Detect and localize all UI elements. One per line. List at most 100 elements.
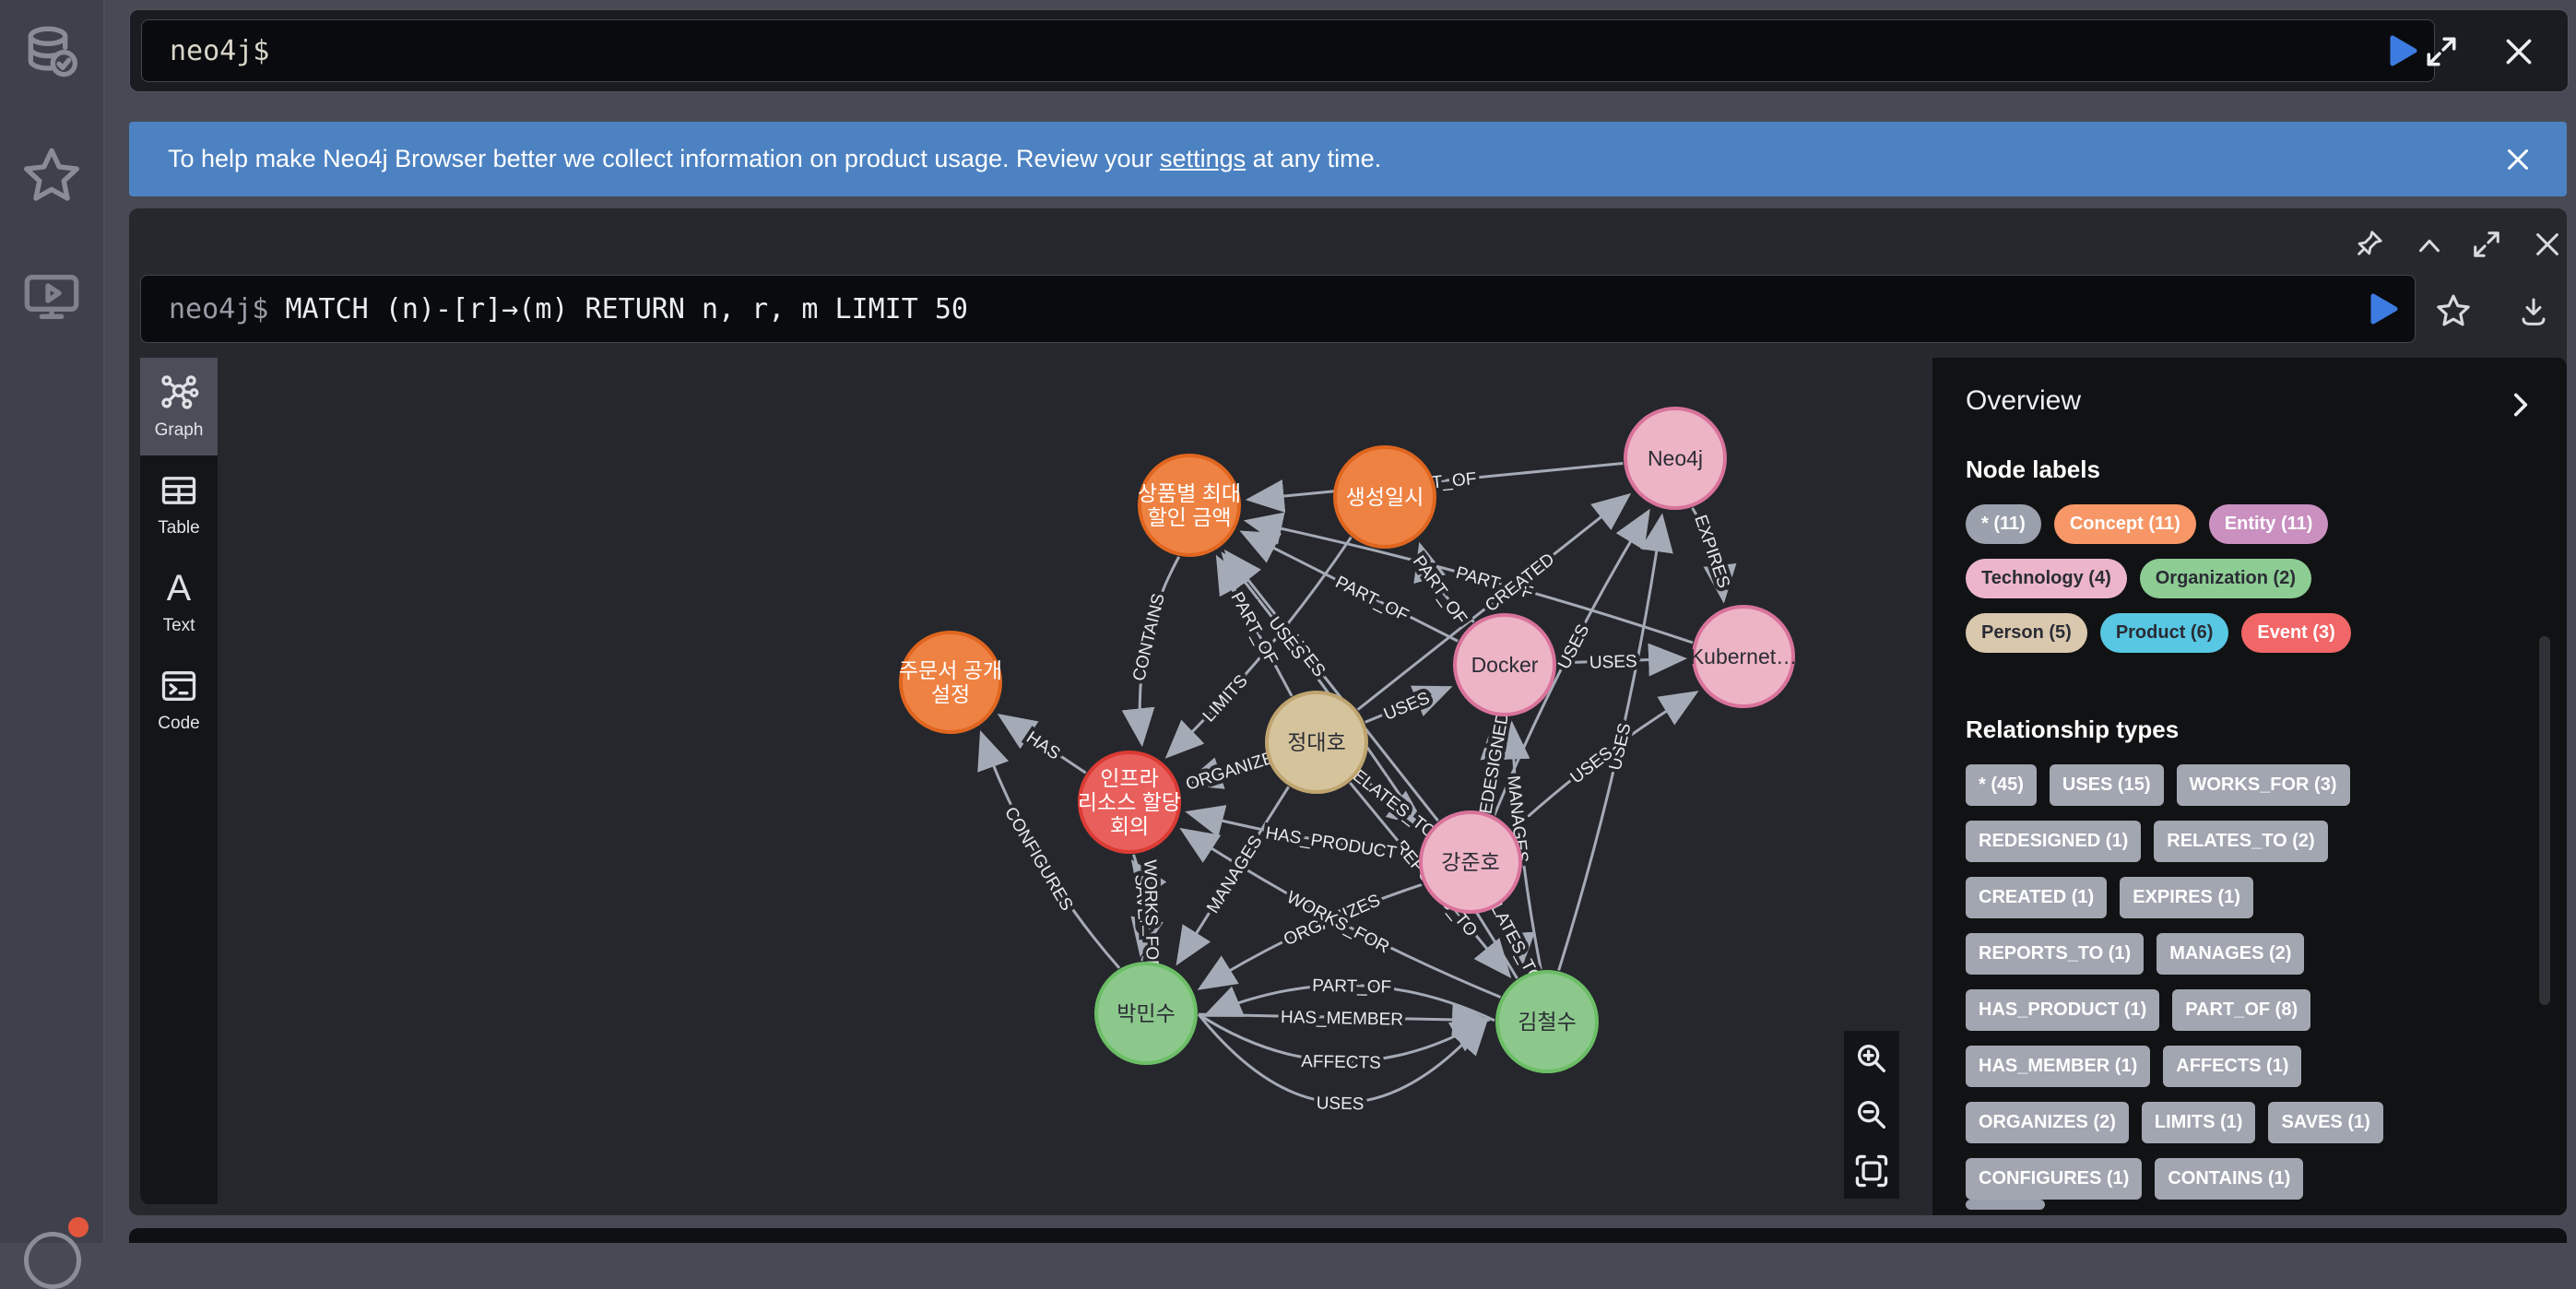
bottom-partial-circle-icon[interactable] xyxy=(24,1232,81,1289)
graph-edge[interactable] xyxy=(1511,691,1699,832)
result-frame: neo4j$ MATCH (n)-[r]→(m) RETURN n, r, m … xyxy=(129,208,2567,1215)
overview-panel: Overview Node labels * (11)Concept (11)E… xyxy=(1932,358,2567,1215)
relationship-type-chip[interactable]: USES (15) xyxy=(2049,764,2164,806)
node-label-chip[interactable]: Organization (2) xyxy=(2139,559,2311,598)
relationship-type-chip[interactable]: CONTAINS (1) xyxy=(2155,1158,2304,1200)
panel-scrollbar[interactable] xyxy=(2539,636,2550,1005)
node-label-chip[interactable]: Person (5) xyxy=(1966,613,2087,653)
zoom-out-icon[interactable] xyxy=(1853,1096,1890,1133)
relationship-type-chip[interactable]: REPORTS_TO (1) xyxy=(1966,933,2145,975)
zoom-fit-icon[interactable] xyxy=(1853,1153,1890,1189)
node-label-chip[interactable]: Technology (4) xyxy=(1966,559,2127,598)
graph-edge[interactable] xyxy=(1557,513,1673,971)
run-query-button[interactable] xyxy=(2370,293,2398,325)
graph-node[interactable]: 김철수 xyxy=(1495,970,1599,1073)
relationship-type-chip[interactable]: * (45) xyxy=(1966,764,2037,806)
favorites-star-icon[interactable] xyxy=(22,146,81,205)
collapse-frame-icon[interactable] xyxy=(2414,231,2445,262)
expand-editor-icon[interactable] xyxy=(2424,34,2459,69)
relationship-type-chip[interactable]: EXPIRES (1) xyxy=(2120,877,2253,918)
graph-node[interactable]: Docker xyxy=(1453,613,1556,716)
graph-edge[interactable] xyxy=(1493,508,1650,816)
tab-graph[interactable]: Graph xyxy=(140,358,218,455)
graph-edge[interactable] xyxy=(1492,908,1535,972)
banner-close-icon[interactable] xyxy=(2502,144,2534,175)
query-editor[interactable]: neo4j$ MATCH (n)-[r]→(m) RETURN n, r, m … xyxy=(140,275,2416,343)
close-frame-icon[interactable] xyxy=(2532,229,2563,260)
relationship-type-chip[interactable]: WORKS_FOR (3) xyxy=(2176,764,2350,806)
download-result-icon[interactable] xyxy=(2517,295,2550,328)
graph-edge[interactable] xyxy=(1183,756,1268,789)
relationship-type-chip[interactable]: HAS_PRODUCT (1) xyxy=(1966,989,2160,1031)
graph-edge[interactable] xyxy=(1496,720,1542,970)
graph-node[interactable]: 박민수 xyxy=(1094,962,1198,1065)
cypher-command-input[interactable]: neo4j$ xyxy=(141,19,2435,82)
graph-node-label: Neo4j xyxy=(1648,446,1703,470)
graph-edge-label: LIMITS xyxy=(1199,671,1252,726)
graph-node[interactable]: 정대호 xyxy=(1265,691,1368,794)
graph-node[interactable]: Neo4j xyxy=(1624,407,1727,510)
relationship-type-chip[interactable]: CREATED (1) xyxy=(1966,877,2108,918)
graph-edge[interactable] xyxy=(1357,773,1426,828)
tab-table[interactable]: Table xyxy=(140,455,218,553)
graph-edge[interactable] xyxy=(1239,530,1459,643)
graph-edge[interactable] xyxy=(1130,858,1167,962)
graph-edge[interactable] xyxy=(1365,685,1453,724)
relationship-type-chip[interactable]: REDESIGNED (1) xyxy=(1966,821,2142,862)
relationship-type-chip[interactable]: LIMITS (1) xyxy=(2141,1102,2256,1143)
close-editor-icon[interactable] xyxy=(2501,34,2536,69)
collapse-panel-chevron-icon[interactable] xyxy=(2504,389,2535,420)
pin-frame-icon[interactable] xyxy=(2353,229,2384,260)
graph-edge[interactable] xyxy=(1198,1012,1491,1063)
node-label-chip[interactable]: Entity (11) xyxy=(2208,504,2329,544)
graph-edge[interactable] xyxy=(1691,507,1737,604)
graph-edge[interactable] xyxy=(1197,882,1424,990)
graph-edge[interactable] xyxy=(1556,643,1688,677)
graph-edge[interactable] xyxy=(1478,720,1514,811)
graph-edge[interactable] xyxy=(1413,541,1475,623)
graph-edge[interactable] xyxy=(1356,492,1632,711)
node-label-chip[interactable]: Concept (11) xyxy=(2053,504,2196,544)
graph-node[interactable]: 생성일시 xyxy=(1333,445,1436,549)
node-label-chip[interactable]: Event (3) xyxy=(2241,613,2351,653)
graph-edge[interactable] xyxy=(1179,827,1502,999)
graph-node[interactable]: 강준호 xyxy=(1419,810,1522,914)
graph-edge[interactable] xyxy=(1223,549,1439,822)
tab-code[interactable]: Code xyxy=(140,651,218,749)
graph-node[interactable]: Kubernet… xyxy=(1690,605,1797,708)
graph-edge[interactable] xyxy=(977,730,1121,969)
relationship-type-chip[interactable]: AFFECTS (1) xyxy=(2163,1046,2302,1087)
settings-link[interactable]: settings xyxy=(1160,145,1247,172)
graph-edge[interactable] xyxy=(1243,512,1694,644)
graph-edge[interactable] xyxy=(1197,1013,1489,1105)
graph-edge[interactable] xyxy=(1176,786,1290,966)
favorite-query-icon[interactable] xyxy=(2436,293,2471,328)
graph-edge[interactable] xyxy=(1198,1002,1492,1036)
relationship-type-chip[interactable]: HAS_MEMBER (1) xyxy=(1966,1046,2151,1087)
node-label-chip[interactable]: Product (6) xyxy=(2099,613,2229,653)
graph-edge[interactable] xyxy=(1245,461,1624,513)
tab-text[interactable]: A Text xyxy=(140,553,218,651)
node-label-chip[interactable]: * (11) xyxy=(1966,504,2041,544)
relationship-type-chip[interactable]: RELATES_TO (2) xyxy=(2154,821,2328,862)
database-check-icon[interactable] xyxy=(22,24,81,83)
expand-frame-icon[interactable] xyxy=(2471,229,2502,260)
run-command-button[interactable] xyxy=(2390,35,2417,66)
zoom-in-icon[interactable] xyxy=(1853,1040,1890,1077)
relationship-type-chip[interactable]: SAVES (1) xyxy=(2268,1102,2383,1143)
graph-edge[interactable] xyxy=(1164,536,1353,759)
relationship-type-chip[interactable]: ORGANIZES (2) xyxy=(1966,1102,2129,1143)
relationship-type-chip[interactable]: CONFIGURES (1) xyxy=(1966,1158,2143,1200)
guides-monitor-play-icon[interactable] xyxy=(22,267,81,326)
relationship-type-chip[interactable]: MANAGES (2) xyxy=(2157,933,2305,975)
graph-edge[interactable] xyxy=(1121,556,1181,748)
graph-edge[interactable] xyxy=(1221,551,1518,979)
graph-edge[interactable] xyxy=(1202,984,1495,1023)
relationship-type-chip[interactable]: PART_OF (8) xyxy=(2172,989,2311,1031)
graph-edge[interactable] xyxy=(997,713,1087,775)
graph-edge[interactable] xyxy=(1185,805,1420,855)
